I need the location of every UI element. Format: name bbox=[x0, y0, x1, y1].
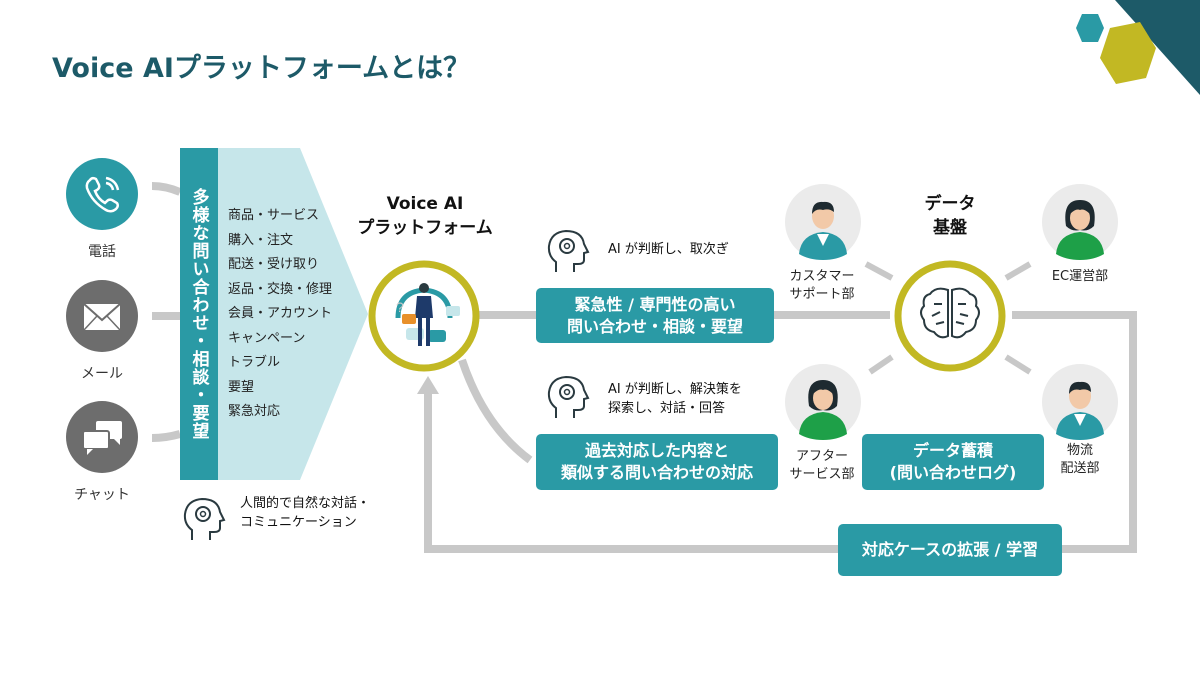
data-to-loop-line bbox=[1012, 311, 1137, 553]
platform-circle: ? bbox=[368, 260, 480, 372]
dept-logistics: 物流 配送部 bbox=[1020, 442, 1140, 478]
chat-connector bbox=[151, 430, 182, 442]
data-platform-title: データ 基盤 bbox=[900, 192, 1000, 240]
channel-mail bbox=[66, 280, 138, 352]
ai-head-gear-icon bbox=[547, 375, 590, 418]
channel-chat-label: チャット bbox=[74, 487, 130, 503]
human-dialog-line1: 人間的で自然な対話・ bbox=[240, 496, 371, 511]
channel-phone-label: 電話 bbox=[88, 244, 116, 260]
learning-box: 対応ケースの拡張 / 学習 bbox=[838, 524, 1062, 576]
inquiry-band bbox=[218, 148, 368, 480]
data-platform-line1: データ bbox=[924, 194, 976, 214]
dept-logistics-line2: 配送部 bbox=[1060, 461, 1100, 476]
resolve-box-line2: 類似する問い合わせの対応 bbox=[560, 463, 753, 482]
data-after-link bbox=[868, 354, 894, 375]
platform-title-line2: プラットフォーム bbox=[357, 218, 493, 238]
dept-customer-support: カスタマー サポート部 bbox=[760, 268, 884, 304]
platform-title-line1: Voice AI bbox=[386, 194, 464, 214]
dept-customer-support-line2: サポート部 bbox=[789, 287, 855, 302]
chat-icon bbox=[402, 314, 416, 324]
channel-chat bbox=[66, 401, 138, 473]
channel-mail-label: メール bbox=[81, 366, 123, 382]
ai-head-gear-icon bbox=[547, 229, 590, 272]
envelope-icon bbox=[83, 303, 121, 331]
dept-after-service-line2: サービス部 bbox=[789, 467, 855, 482]
resolve-note-line1: AI が判断し、解決策を bbox=[608, 382, 742, 397]
inquiry-header: 多様な問い合わせ・相談・要望 bbox=[188, 188, 209, 440]
data-platform-circle bbox=[894, 260, 1006, 372]
inquiry-item: 配送・受け取り bbox=[228, 257, 320, 272]
data-ec-link bbox=[1004, 261, 1032, 281]
chat-icon bbox=[446, 306, 460, 316]
data-store-box: データ蓄積 (問い合わせログ) bbox=[862, 434, 1044, 490]
escalate-note: AI が判断し、取次ぎ bbox=[608, 242, 729, 257]
dept-ec: EC運営部 bbox=[1051, 269, 1109, 284]
svg-text:?: ? bbox=[396, 299, 404, 315]
escalate-box-line2: 問い合わせ・相談・要望 bbox=[566, 316, 743, 336]
learning-return-line bbox=[424, 392, 838, 553]
ai-head-gear-icon bbox=[183, 497, 226, 540]
avatar-logistics bbox=[1042, 364, 1118, 440]
operator-head bbox=[419, 283, 429, 293]
chat-bubbles-icon bbox=[82, 421, 122, 455]
phone-connector bbox=[151, 182, 182, 196]
return-arrowhead bbox=[417, 376, 439, 394]
dept-after-service-line1: アフター bbox=[795, 449, 848, 464]
inquiry-item: 要望 bbox=[228, 379, 255, 395]
data-logistics-link bbox=[1004, 354, 1032, 375]
data-store-line1: データ蓄積 bbox=[912, 441, 993, 460]
page-title: Voice AIプラットフォームとは？ bbox=[52, 53, 471, 84]
escalate-box: 緊急性 / 専門性の高い 問い合わせ・相談・要望 bbox=[536, 288, 774, 343]
avatar-customer-support bbox=[785, 184, 861, 260]
large-hexagon bbox=[1100, 22, 1156, 84]
resolve-box-line1: 過去対応した内容と bbox=[584, 441, 729, 460]
platform-title: Voice AI プラットフォーム bbox=[330, 192, 520, 240]
phone-icon bbox=[85, 176, 120, 213]
brain-icon bbox=[920, 287, 980, 339]
dept-customer-support-line1: カスタマー bbox=[789, 269, 855, 284]
small-hexagon bbox=[1076, 14, 1104, 42]
inquiry-list: 商品・サービス 購入・注文 配送・受け取り 返品・交換・修理 会員・アカウント … bbox=[228, 204, 332, 425]
inquiry-item: トラブル bbox=[228, 355, 281, 370]
data-store-line2: (問い合わせログ) bbox=[889, 463, 1017, 482]
resolve-note-line2: 探索し、対話・回答 bbox=[608, 401, 726, 416]
channel-phone bbox=[66, 158, 138, 230]
inquiry-item: 購入・注文 bbox=[228, 232, 294, 248]
inquiry-item: キャンペーン bbox=[228, 330, 306, 346]
avatar-ec bbox=[1042, 184, 1118, 260]
dept-logistics-line1: 物流 bbox=[1066, 443, 1093, 458]
data-platform-line2: 基盤 bbox=[933, 218, 967, 238]
avatar-after-service bbox=[785, 364, 861, 440]
inquiry-item: 緊急対応 bbox=[228, 404, 281, 419]
data-cs-link bbox=[864, 261, 894, 281]
dept-after-service: アフター サービス部 bbox=[760, 448, 884, 484]
platform-to-resolve-line bbox=[458, 358, 533, 464]
corner-decoration bbox=[1076, 0, 1200, 95]
resolve-box: 過去対応した内容と 類似する問い合わせの対応 bbox=[536, 434, 778, 490]
operator-body bbox=[415, 296, 433, 318]
inquiry-header-bar: 多様な問い合わせ・相談・要望 bbox=[180, 148, 218, 480]
inquiry-item: 会員・アカウント bbox=[228, 306, 333, 321]
escalate-box-line1: 緊急性 / 専門性の高い bbox=[574, 294, 736, 314]
inquiry-item: 返品・交換・修理 bbox=[228, 281, 333, 297]
learning-label: 対応ケースの拡張 / 学習 bbox=[861, 540, 1039, 559]
inquiry-item: 商品・サービス bbox=[228, 208, 320, 223]
human-dialog-line2: コミュニケーション bbox=[240, 515, 357, 530]
